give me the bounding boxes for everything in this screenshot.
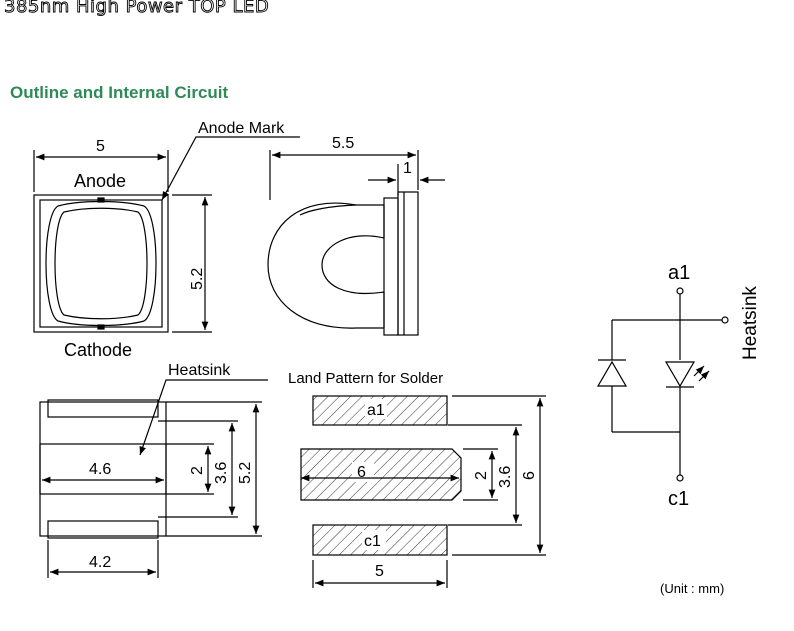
pad-c1-label: c1 [364, 533, 381, 550]
circuit-a1-label: a1 [668, 262, 690, 284]
bottom-pad-width-dim: 4.6 [89, 461, 111, 478]
land-pattern [300, 395, 546, 588]
land-width-dim: 5 [375, 563, 384, 580]
side-total-dim: 5.5 [332, 135, 354, 152]
circuit-c1-label: c1 [668, 488, 689, 510]
land-dim-3-6: 3.6 [497, 466, 514, 488]
top-view [33, 136, 300, 333]
side-lead-dim: 1 [403, 160, 412, 177]
bottom-dim-3-6: 3.6 [213, 462, 230, 484]
bottom-dim-5-2: 5.2 [237, 462, 254, 484]
pad-a1-label: a1 [367, 402, 385, 419]
land-dim-6: 6 [521, 471, 538, 480]
page-title: 385nm High Power TOP LED [4, 0, 270, 17]
top-height-dim: 5.2 [189, 268, 206, 290]
unit-note: (Unit : mm) [660, 581, 724, 596]
bottom-view [39, 379, 268, 578]
bottom-body-width-dim: 4.2 [89, 554, 111, 571]
section-title: Outline and Internal Circuit [10, 83, 229, 102]
top-width-dim: 5 [96, 138, 105, 155]
land-dim-2: 2 [473, 471, 490, 480]
anode-mark-label: Anode Mark [198, 120, 285, 137]
land-pattern-title: Land Pattern for Solder [288, 370, 443, 387]
circuit-heatsink-label: Heatsink [740, 286, 761, 360]
internal-circuit [596, 287, 729, 482]
anode-label: Anode [74, 171, 126, 191]
bottom-dim-2: 2 [189, 466, 206, 475]
cathode-label: Cathode [64, 340, 132, 360]
pad-center-dim: 6 [357, 464, 366, 481]
side-view [267, 150, 445, 336]
heatsink-label: Heatsink [168, 362, 231, 379]
